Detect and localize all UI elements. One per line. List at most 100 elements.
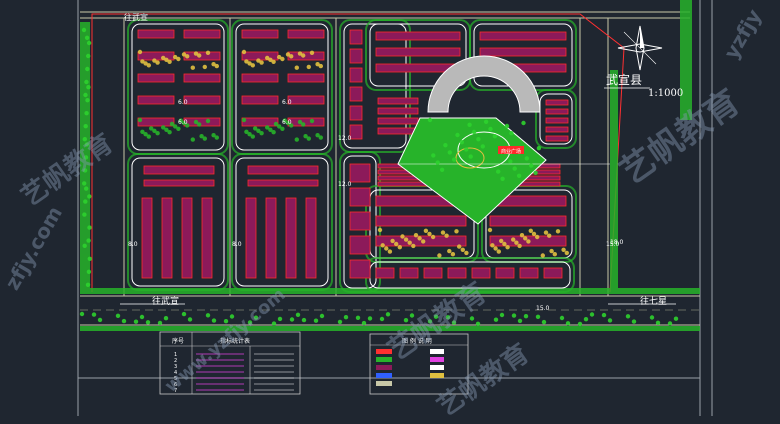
tree (631, 319, 637, 324)
tree (205, 50, 211, 55)
tree (84, 35, 90, 40)
dimension-label: 6.0 (282, 99, 292, 106)
tree (143, 61, 148, 66)
tree (176, 126, 181, 131)
building (241, 51, 279, 61)
tree (502, 241, 507, 247)
tree (161, 125, 166, 130)
tree (552, 252, 557, 257)
tree (223, 319, 229, 324)
dimension-label: 18.0 (610, 239, 624, 246)
central-plaza: 商业广场 (397, 55, 610, 225)
tree (450, 252, 456, 257)
road-label-top: 往武宣 (124, 12, 148, 22)
north-arrow-icon (617, 25, 663, 71)
tree (423, 228, 429, 233)
tree (517, 243, 522, 249)
stats-row-index: 2 (174, 358, 177, 364)
tree (271, 321, 277, 326)
tree (155, 131, 160, 136)
tree (496, 249, 501, 254)
stats-row-index: 6 (174, 382, 177, 388)
building (137, 73, 175, 83)
tree (433, 314, 439, 319)
tree (559, 315, 565, 321)
tree (271, 59, 276, 64)
tree (440, 230, 446, 235)
building (471, 267, 491, 279)
tree (540, 253, 545, 258)
tree (297, 51, 303, 56)
building (377, 97, 419, 105)
tree (655, 320, 661, 325)
dimension-label: 15.0 (606, 241, 620, 248)
tree (139, 314, 145, 320)
block-outline (131, 23, 225, 151)
building (183, 95, 221, 105)
tree (397, 245, 402, 250)
building (183, 117, 221, 127)
building (399, 267, 419, 279)
tree (140, 129, 145, 134)
tree (318, 63, 323, 69)
building (137, 117, 175, 127)
tree (492, 134, 498, 139)
tree (380, 243, 385, 248)
tree (84, 186, 89, 191)
tree (303, 134, 308, 139)
tree (197, 122, 202, 127)
tree (483, 119, 489, 125)
tree (467, 122, 472, 128)
tree (318, 135, 323, 140)
building (287, 95, 325, 105)
tree (511, 237, 516, 242)
tree (583, 317, 589, 322)
tree (487, 227, 493, 233)
building (247, 179, 319, 187)
stats-title: 指标统计表 (220, 337, 250, 345)
tree (480, 144, 485, 149)
building (245, 197, 257, 279)
tree (499, 238, 504, 244)
tree (577, 321, 583, 327)
tree (197, 53, 202, 58)
tree (253, 315, 259, 320)
tree (301, 317, 307, 323)
tree (185, 123, 190, 128)
building (141, 197, 153, 279)
tree (514, 240, 519, 245)
tree (403, 237, 409, 242)
tree (313, 318, 319, 323)
tree (205, 313, 211, 318)
tree (115, 313, 121, 318)
block-outline (235, 157, 329, 287)
tree (277, 54, 282, 60)
tree (294, 65, 299, 70)
building (241, 73, 279, 83)
tree (250, 63, 255, 68)
tree (512, 166, 517, 171)
tree (280, 56, 285, 62)
tree (315, 133, 320, 138)
tree (181, 311, 187, 317)
tree (86, 40, 92, 46)
tree (439, 167, 445, 172)
tree (82, 168, 88, 173)
tree (146, 134, 151, 139)
tree (152, 58, 157, 63)
block-green-edge (127, 153, 229, 291)
tree (533, 170, 538, 175)
building (137, 51, 175, 61)
tree (301, 53, 306, 58)
tree (190, 65, 195, 70)
road-network (80, 11, 700, 326)
building (375, 267, 395, 279)
tree (309, 118, 315, 124)
tree (173, 54, 178, 60)
tree (387, 249, 393, 254)
tree (86, 53, 91, 59)
dimension-label: 12.0 (338, 135, 352, 142)
tree (649, 315, 655, 320)
